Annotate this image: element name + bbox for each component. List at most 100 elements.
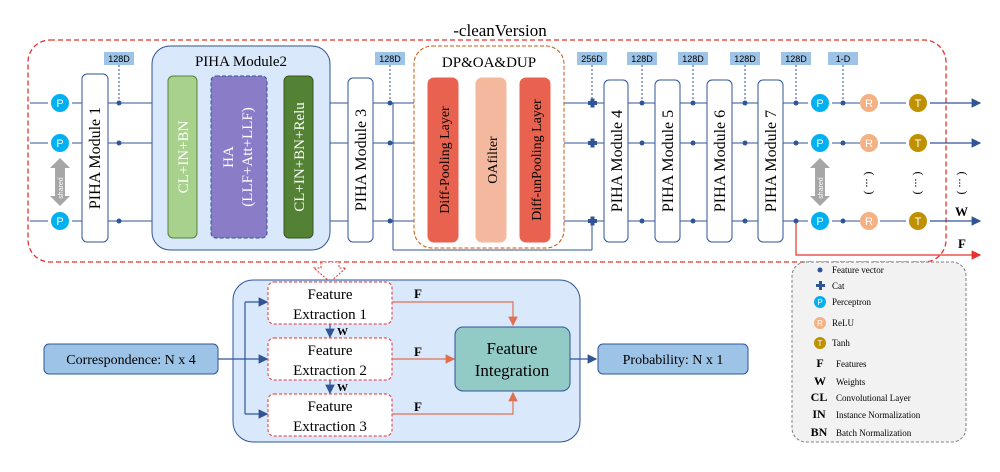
svg-text:shared: shared xyxy=(818,177,825,199)
weights-output-label: W xyxy=(955,204,968,219)
piha-module-6-box xyxy=(706,79,733,243)
weights-label-1: W xyxy=(337,326,348,338)
svg-text:shared: shared xyxy=(58,177,65,199)
svg-text:Perceptron: Perceptron xyxy=(832,297,871,307)
tag-1d: 1-D xyxy=(828,52,858,65)
tanh-icon: T xyxy=(909,94,927,112)
svg-text:128D: 128D xyxy=(734,54,756,64)
piha-module-5-box xyxy=(654,79,681,243)
svg-text:Cat: Cat xyxy=(832,281,845,291)
piha-module-7-label: PIHA Module 7 xyxy=(763,110,780,212)
cl-in-bn-label: CL+IN+BN xyxy=(176,120,192,193)
svg-text:P: P xyxy=(816,98,823,110)
tag-128d: 128D xyxy=(104,52,134,65)
piha-module-1-label: PIHA Module 1 xyxy=(87,107,104,209)
svg-text:IN: IN xyxy=(812,407,826,421)
tag-128d: 128D xyxy=(730,52,760,65)
svg-text:Feature vector: Feature vector xyxy=(832,265,884,275)
piha-module-3-label: PIHA Module 3 xyxy=(353,109,370,211)
features-output-arrow xyxy=(795,221,982,260)
features-label-2: F xyxy=(414,344,422,359)
svg-text:Instance Normalization: Instance Normalization xyxy=(836,410,921,420)
piha-module-5-label: PIHA Module 5 xyxy=(660,110,677,212)
feature-extraction-3-box xyxy=(267,393,393,437)
input-branch-arrows xyxy=(218,297,335,419)
features-arrows xyxy=(392,301,518,415)
svg-text:256D: 256D xyxy=(581,54,603,64)
piha-module-4-label: PIHA Module 4 xyxy=(609,110,626,212)
svg-text:R: R xyxy=(865,138,873,150)
legend-relu: R ReLU xyxy=(814,317,854,329)
features-output-label: F xyxy=(958,236,966,251)
svg-text:T: T xyxy=(915,216,922,228)
probability-output-box xyxy=(597,343,749,375)
probability-label: Probability: N x 1 xyxy=(623,353,724,368)
legend-batch-normalization: BN Batch Normalization xyxy=(811,425,912,439)
relu-icon: R xyxy=(860,134,878,152)
perceptron-icon xyxy=(814,296,826,308)
svg-text:R: R xyxy=(865,98,873,110)
svg-text:128D: 128D xyxy=(379,54,401,64)
tag-128d: 128D xyxy=(627,52,657,65)
shared-double-arrow-icon: shared xyxy=(50,158,70,206)
svg-text:T: T xyxy=(818,339,823,348)
ha-label: HA xyxy=(221,146,237,168)
ellipsis-tanh: ( ... ) xyxy=(912,172,926,195)
feature-extraction-1-line2: Extraction 1 xyxy=(293,307,367,323)
features-label-1: F xyxy=(414,286,422,301)
legend-weights: W Weights xyxy=(814,374,866,388)
diff-pooling-layer xyxy=(427,77,459,243)
expand-arrow-icon xyxy=(312,261,348,283)
svg-text:Convolutional Layer: Convolutional Layer xyxy=(836,393,911,403)
piha-module-6-label: PIHA Module 6 xyxy=(712,110,729,212)
svg-text:ReLU: ReLU xyxy=(832,318,854,328)
ha-sublabel: (LLF+Att+LLF) xyxy=(240,107,256,206)
tanh-icon: T xyxy=(909,212,927,230)
piha-module-4-box xyxy=(603,79,629,243)
legend-instance-normalization: IN Instance Normalization xyxy=(812,407,920,421)
ha-layer xyxy=(210,75,268,239)
perceptron-icon: P xyxy=(51,134,69,152)
feature-extraction-3-line1: Feature xyxy=(308,399,353,415)
cl-in-bn-relu-label: CL+IN+BN+Relu xyxy=(292,102,308,212)
cat-icon xyxy=(588,98,597,226)
piha-module-2-title: PIHA Module2 xyxy=(195,54,287,70)
cl-in-bn-relu-layer xyxy=(283,75,314,239)
svg-text:P: P xyxy=(816,138,823,150)
svg-text:128D: 128D xyxy=(108,54,130,64)
oafilter-layer xyxy=(475,77,507,243)
svg-text:P: P xyxy=(56,98,63,110)
relu-icon: R xyxy=(860,212,878,230)
svg-text:Features: Features xyxy=(836,359,867,369)
svg-text:BN: BN xyxy=(811,425,828,439)
legend-perceptron: P Perceptron xyxy=(814,296,871,308)
relu-icon xyxy=(814,317,826,329)
tanh-icon: T xyxy=(909,134,927,152)
perceptron-icon: P xyxy=(51,94,69,112)
svg-text:Tanh: Tanh xyxy=(832,338,850,348)
tag-128d: 128D xyxy=(781,52,811,65)
perceptron-icon: P xyxy=(811,94,829,112)
tanh-icon xyxy=(814,337,826,349)
svg-text:R: R xyxy=(817,319,823,328)
shared-double-arrow-icon: shared xyxy=(810,158,830,206)
piha-module-7-box xyxy=(757,79,784,243)
piha-module-3-box xyxy=(347,77,374,243)
legend-feature-vector: Feature vector xyxy=(817,265,884,275)
feature-extraction-3-line2: Extraction 3 xyxy=(293,419,367,435)
cl-in-bn-layer xyxy=(167,75,198,239)
perceptron-icon: P xyxy=(811,212,829,230)
feature-integration-box xyxy=(454,326,571,392)
svg-text:F: F xyxy=(816,356,823,370)
legend-tanh: T Tanh xyxy=(814,337,850,349)
features-label-3: F xyxy=(414,399,422,414)
feature-extraction-2-line2: Extraction 2 xyxy=(293,363,367,379)
clean-version-title: -cleanVersion xyxy=(453,21,547,40)
tag-128d: 128D xyxy=(678,52,708,65)
svg-text:1-D: 1-D xyxy=(836,54,851,64)
weights-label-2: W xyxy=(337,382,348,394)
feature-extraction-1-line1: Feature xyxy=(308,287,353,303)
diff-pooling-label: Diff-Pooling Layer xyxy=(438,106,453,214)
ellipsis-relu: ( ... ) xyxy=(863,172,877,195)
